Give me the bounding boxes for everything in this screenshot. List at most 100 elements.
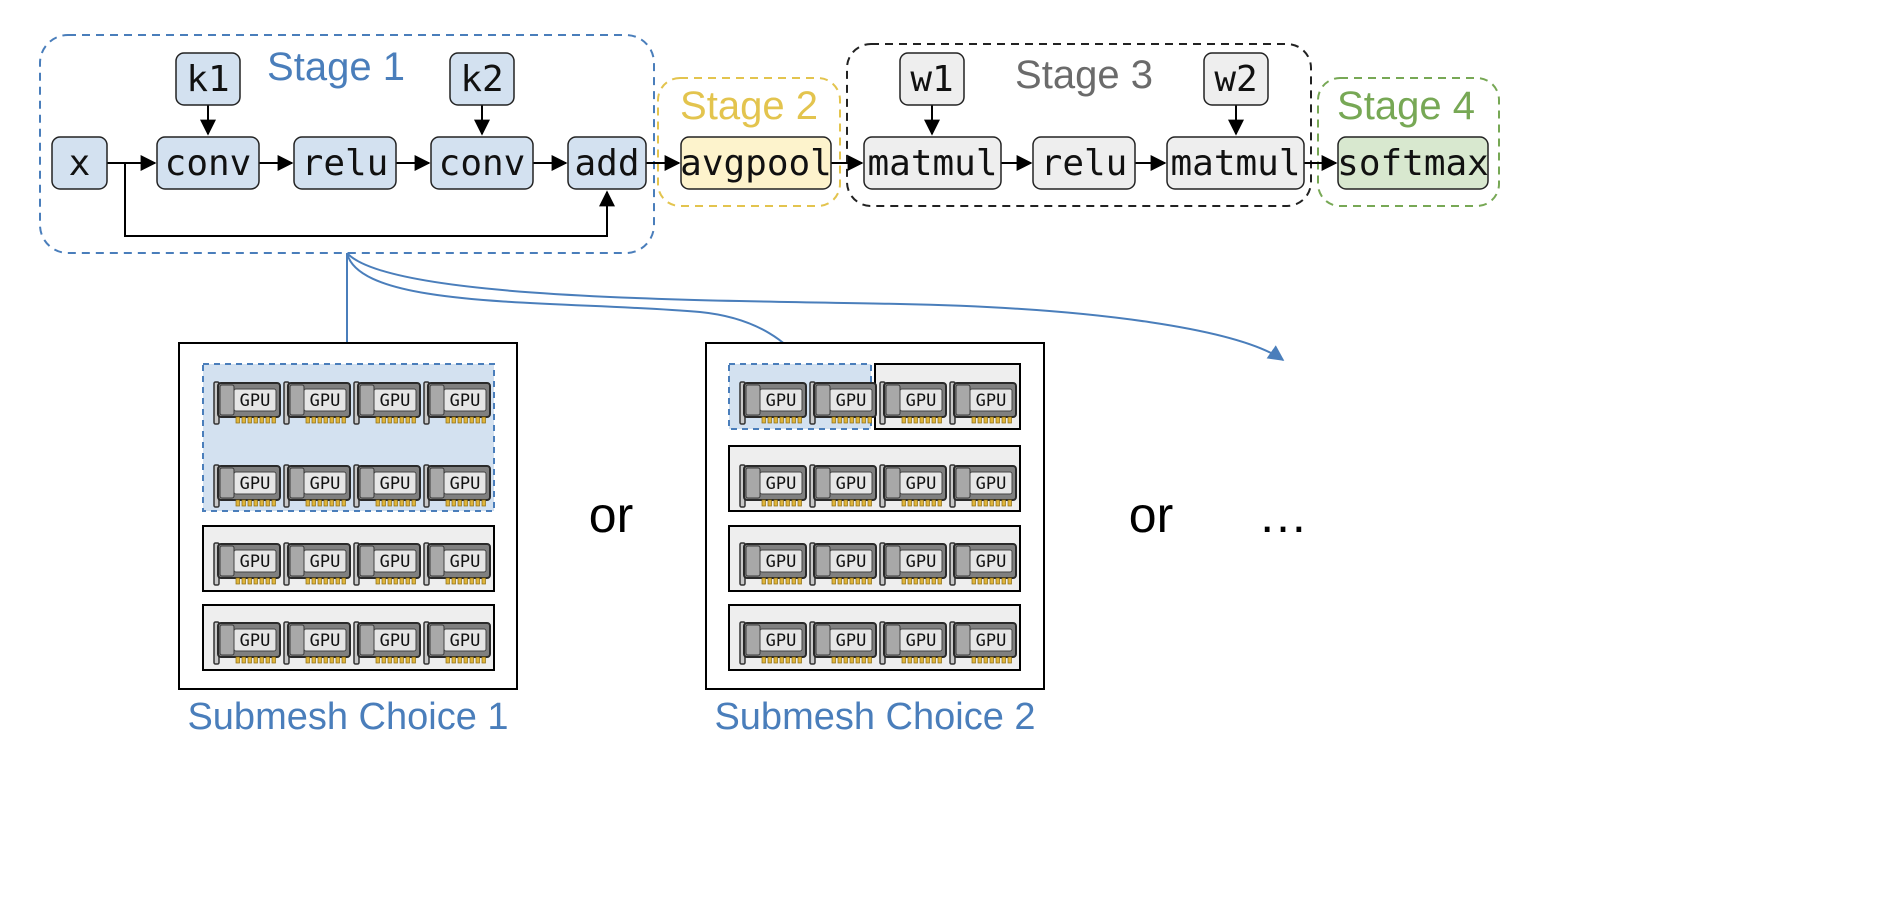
node-conv2 [430, 136, 534, 190]
gpu-label: GPU [766, 474, 797, 494]
gpu-label: GPU [836, 631, 867, 651]
node-k1 [175, 52, 241, 106]
gpu-icon: GPU [809, 381, 877, 425]
gpu-label: GPU [976, 631, 1007, 651]
gpu-label: GPU [240, 474, 271, 494]
gpu-icon: GPU [949, 464, 1017, 508]
gpu-label: GPU [380, 391, 411, 411]
gpu-icon: GPU [739, 464, 807, 508]
gpu-icon: GPU [353, 381, 421, 425]
node-k1-label: k1 [186, 59, 229, 100]
gpu-label: GPU [906, 552, 937, 572]
node-matmul2-label: matmul [1170, 143, 1300, 184]
gpu-icon: GPU [739, 621, 807, 665]
gpu-icon: GPU [879, 542, 947, 586]
gpu-icon: GPU [283, 542, 351, 586]
node-softmax-label: softmax [1337, 143, 1489, 184]
gpu-icon: GPU [423, 542, 491, 586]
gpu-label: GPU [240, 391, 271, 411]
gpu-icon: GPU [283, 464, 351, 508]
gpu-icon: GPU [213, 621, 281, 665]
gpu-label: GPU [766, 391, 797, 411]
node-softmax [1337, 136, 1489, 190]
gpu-icon: GPU [423, 381, 491, 425]
node-avgpool [680, 136, 832, 190]
gpu-label: GPU [310, 391, 341, 411]
gpu-label: GPU [976, 552, 1007, 572]
node-conv2-label: conv [439, 143, 526, 184]
gpu-icon: GPU [809, 464, 877, 508]
stage2-label: Stage 2 [680, 84, 818, 128]
gpu-icon: GPU [879, 621, 947, 665]
gpu-label: GPU [836, 552, 867, 572]
gpu-icon: GPU [213, 464, 281, 508]
node-w1 [899, 52, 965, 106]
node-matmul1-label: matmul [867, 143, 997, 184]
gpu-label: GPU [310, 474, 341, 494]
gpu-label: GPU [380, 474, 411, 494]
node-relu2-label: relu [1041, 143, 1128, 184]
stage1-label: Stage 1 [267, 45, 405, 89]
node-relu2 [1032, 136, 1136, 190]
gpu-icon: GPU [213, 542, 281, 586]
gpu-label: GPU [976, 474, 1007, 494]
gpu-label: GPU [766, 552, 797, 572]
gpu-label: GPU [976, 391, 1007, 411]
stage1-boundary [39, 34, 655, 254]
more-choices-ellipsis: … [1258, 487, 1308, 543]
graph-edges [107, 105, 1338, 237]
gpu-icon: GPU [739, 542, 807, 586]
gpu-icon: GPU [353, 542, 421, 586]
stage3-label: Stage 3 [1015, 53, 1153, 97]
gpu-label: GPU [450, 474, 481, 494]
submesh-choice-2: GPU GPU GPU GPU GPU GPU GPU GPU GPU GPU GPU GPU GPU G… [705, 342, 1045, 690]
gpu-icon: GPU [949, 542, 1017, 586]
node-matmul1 [863, 136, 1002, 190]
gpu-icon: GPU [213, 381, 281, 425]
gpu-label: GPU [310, 631, 341, 651]
gpu-label: GPU [836, 474, 867, 494]
gpu-icon: GPU [949, 621, 1017, 665]
stage3-boundary [846, 43, 1312, 207]
gpu-icon: GPU [879, 464, 947, 508]
gpu-icon: GPU [423, 464, 491, 508]
submesh-choice-2-caption: Submesh Choice 2 [714, 696, 1035, 738]
gpu-icon: GPU [879, 381, 947, 425]
node-conv1 [156, 136, 260, 190]
gpu-label: GPU [450, 391, 481, 411]
node-w2-label: w2 [1214, 59, 1257, 100]
node-x [51, 136, 108, 190]
gpu-icon: GPU [353, 464, 421, 508]
node-matmul2 [1166, 136, 1305, 190]
gpu-icon: GPU [809, 621, 877, 665]
gpu-label: GPU [380, 631, 411, 651]
gpu-label: GPU [380, 552, 411, 572]
gpu-label: GPU [240, 552, 271, 572]
gpu-label: GPU [906, 391, 937, 411]
node-avgpool-label: avgpool [680, 143, 832, 184]
gpu-label: GPU [766, 631, 797, 651]
gpu-icon: GPU [809, 542, 877, 586]
stage2-boundary [657, 77, 841, 207]
gpu-label: GPU [450, 552, 481, 572]
node-relu1-label: relu [302, 143, 389, 184]
node-add [567, 136, 647, 190]
stage4-label: Stage 4 [1337, 84, 1475, 128]
submesh-choice-1-caption: Submesh Choice 1 [187, 696, 508, 738]
node-add-label: add [574, 143, 639, 184]
gpu-icon: GPU [739, 381, 807, 425]
gpu-label: GPU [836, 391, 867, 411]
node-k2-label: k2 [460, 59, 503, 100]
gpu-icon: GPU [353, 621, 421, 665]
node-w1-label: w1 [910, 59, 953, 100]
gpu-icon: GPU [423, 621, 491, 665]
stage4-boundary [1317, 77, 1500, 207]
node-conv1-label: conv [165, 143, 252, 184]
gpu-label: GPU [906, 474, 937, 494]
or-separator-1: or [589, 487, 633, 543]
node-w2 [1203, 52, 1269, 106]
gpu-icon: GPU [949, 381, 1017, 425]
gpu-label: GPU [450, 631, 481, 651]
